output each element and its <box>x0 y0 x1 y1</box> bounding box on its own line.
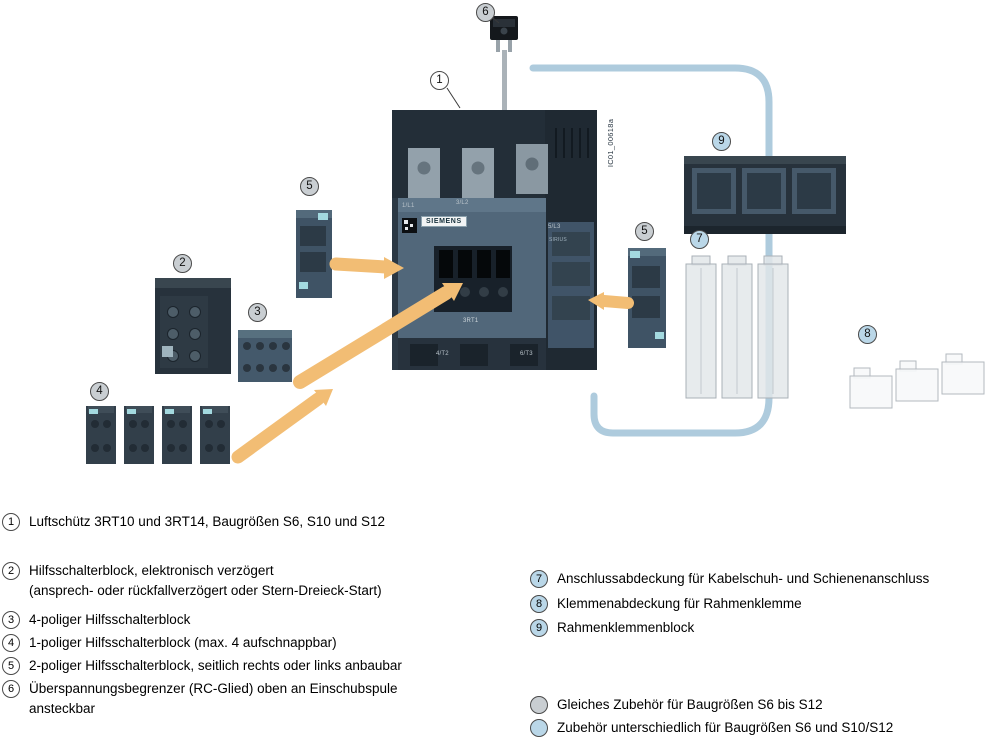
legend-text-9: Rahmenklemmenblock <box>557 620 695 635</box>
legend-item-4: 4 1-poliger Hilfsschalterblock (max. 4 a… <box>2 633 337 653</box>
terminal-label-1l1: 1/L1 <box>402 203 415 209</box>
legend-text-4: 1-poliger Hilfsschalterblock (max. 4 auf… <box>29 635 337 650</box>
legend-item-9: 9 Rahmenklemmenblock <box>530 618 694 638</box>
callout-7: 7 <box>690 230 709 249</box>
legend-key-gray: Gleiches Zubehör für Baugrößen S6 bis S1… <box>530 695 823 715</box>
legend-item-3: 3 4-poliger Hilfsschalterblock <box>2 610 190 630</box>
legend-text-8: Klemmenabdeckung für Rahmenklemme <box>557 596 802 611</box>
callout-4: 4 <box>90 382 109 401</box>
surge-suppressor <box>490 16 518 116</box>
pipe-loop <box>529 64 773 437</box>
legend-text-2-line2: (ansprech- oder rückfallverzögert oder S… <box>29 583 382 598</box>
aux-blocks-1pole <box>86 406 230 464</box>
legend-key-gray-circle <box>530 696 548 714</box>
legend-key-gray-text: Gleiches Zubehör für Baugrößen S6 bis S1… <box>557 697 823 712</box>
aux-block-2pole-right <box>628 248 666 348</box>
terminal-label-6t3: 6/T3 <box>520 351 533 357</box>
callout-5-left: 5 <box>300 177 319 196</box>
legend-item-5: 5 2-poliger Hilfsschalterblock, seitlich… <box>2 656 402 676</box>
legend-text-7: Anschlussabdeckung für Kabelschuh- und S… <box>557 571 930 586</box>
legend-circle-9: 9 <box>530 619 548 637</box>
siemens-brand-label: SIEMENS <box>421 216 467 227</box>
callout-3: 3 <box>248 303 267 322</box>
legend-circle-2: 2 <box>2 562 20 580</box>
coil-terminals <box>434 246 512 312</box>
legend-item-8: 8 Klemmenabdeckung für Rahmenklemme <box>530 594 802 614</box>
legend-item-2: 2 Hilfsschalterblock, elektronisch verzö… <box>2 561 382 601</box>
callout-2: 2 <box>173 254 192 273</box>
frame-terminal-cover <box>849 353 985 409</box>
callout-8: 8 <box>858 325 877 344</box>
legend-key-blue-circle <box>530 719 548 737</box>
contactor <box>392 110 597 370</box>
legend-circle-8: 8 <box>530 595 548 613</box>
callout-9: 9 <box>712 132 731 151</box>
diagram-artwork <box>86 16 985 464</box>
legend-text-6-line1: Überspannungsbegrenzer (RC-Glied) oben a… <box>29 681 398 696</box>
legend-text-1: Luftschütz 3RT10 und 3RT14, Baugrößen S6… <box>29 514 385 529</box>
aux-block-2pole-left <box>296 210 332 298</box>
callout-6: 6 <box>476 3 495 22</box>
legend-circle-7: 7 <box>530 570 548 588</box>
legend-text-5: 2-poliger Hilfsschalterblock, seitlich r… <box>29 658 402 673</box>
legend-circle-6: 6 <box>2 680 20 698</box>
model-label-3rt1: 3RT1 <box>463 318 479 324</box>
exploded-view-diagram: 1 2 3 4 5 5 6 7 8 9 SIEMENS 1/L1 3/L2 5/… <box>86 3 985 464</box>
terminal-cover-set <box>685 255 789 399</box>
legend-circle-4: 4 <box>2 634 20 652</box>
frame-terminal-block <box>684 156 846 234</box>
legend-text-3: 4-poliger Hilfsschalterblock <box>29 612 191 627</box>
aux-block-delayed <box>155 278 231 374</box>
legend-text-2-line1: Hilfsschalterblock, elektronisch verzöge… <box>29 563 274 578</box>
sirius-series-label: SIRIUS <box>549 237 567 243</box>
terminal-label-4t2: 4/T2 <box>436 351 449 357</box>
image-code-label: IC01_00618a <box>606 118 615 168</box>
callout-1: 1 <box>430 71 449 90</box>
legend-item-7: 7 Anschlussabdeckung für Kabelschuh- und… <box>530 569 929 589</box>
legend-item-6: 6 Überspannungsbegrenzer (RC-Glied) oben… <box>2 679 397 719</box>
legend-key-blue: Zubehör unterschiedlich für Baugrößen S6… <box>530 718 893 738</box>
legend-circle-5: 5 <box>2 657 20 675</box>
legend-text-6-line2: ansteckbar <box>29 701 96 716</box>
main-terminals <box>408 144 548 198</box>
datamatrix-code <box>402 218 417 233</box>
legend-circle-1: 1 <box>2 513 20 531</box>
legend-key-blue-text: Zubehör unterschiedlich für Baugrößen S6… <box>557 720 894 735</box>
aux-block-4pole <box>238 330 292 382</box>
terminal-label-5l3: 5/L3 <box>548 224 561 230</box>
terminal-label-3l2: 3/L2 <box>456 200 469 206</box>
legend-circle-3: 3 <box>2 611 20 629</box>
mount-arrows <box>231 257 634 464</box>
leader-lines <box>446 17 500 109</box>
callout-5-right: 5 <box>635 222 654 241</box>
legend-item-1: 1 Luftschütz 3RT10 und 3RT14, Baugrößen … <box>2 512 385 532</box>
